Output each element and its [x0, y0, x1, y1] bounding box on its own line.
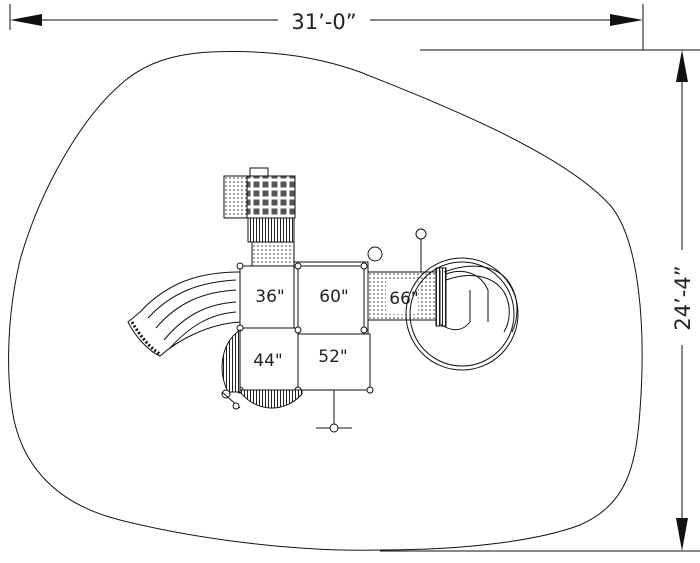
deck-label-60: 60": [319, 287, 348, 307]
curved-climber: [221, 329, 303, 409]
deck-label-36: 36": [255, 287, 284, 307]
deck-grid: [236, 246, 383, 394]
width-label: 31’-0”: [291, 10, 356, 34]
spiral-slide: [405, 257, 519, 371]
arrow-right-icon: [610, 14, 643, 26]
pole: [415, 228, 427, 272]
spinner-panel: [221, 389, 241, 410]
arrow-up-icon: [676, 50, 688, 82]
arrow-down-icon: [676, 518, 688, 551]
bridge-66: 66": [367, 267, 447, 327]
width-dimension: 31’-0”: [9, 4, 644, 50]
deck-label-52: 52": [318, 347, 347, 367]
deck-label-44: 44": [253, 351, 282, 371]
wave-slide: [127, 271, 241, 357]
ground-post: [316, 390, 352, 433]
deck-52: [297, 333, 371, 391]
depth-dimension: 24’-4”: [380, 49, 700, 552]
use-zone-outline: [8, 51, 643, 551]
depth-label: 24’-4”: [671, 265, 695, 330]
deck-label-66: 66": [389, 289, 418, 309]
stair-climber: [223, 167, 296, 267]
arrow-left-icon: [10, 14, 42, 26]
deck-44: [239, 327, 299, 391]
